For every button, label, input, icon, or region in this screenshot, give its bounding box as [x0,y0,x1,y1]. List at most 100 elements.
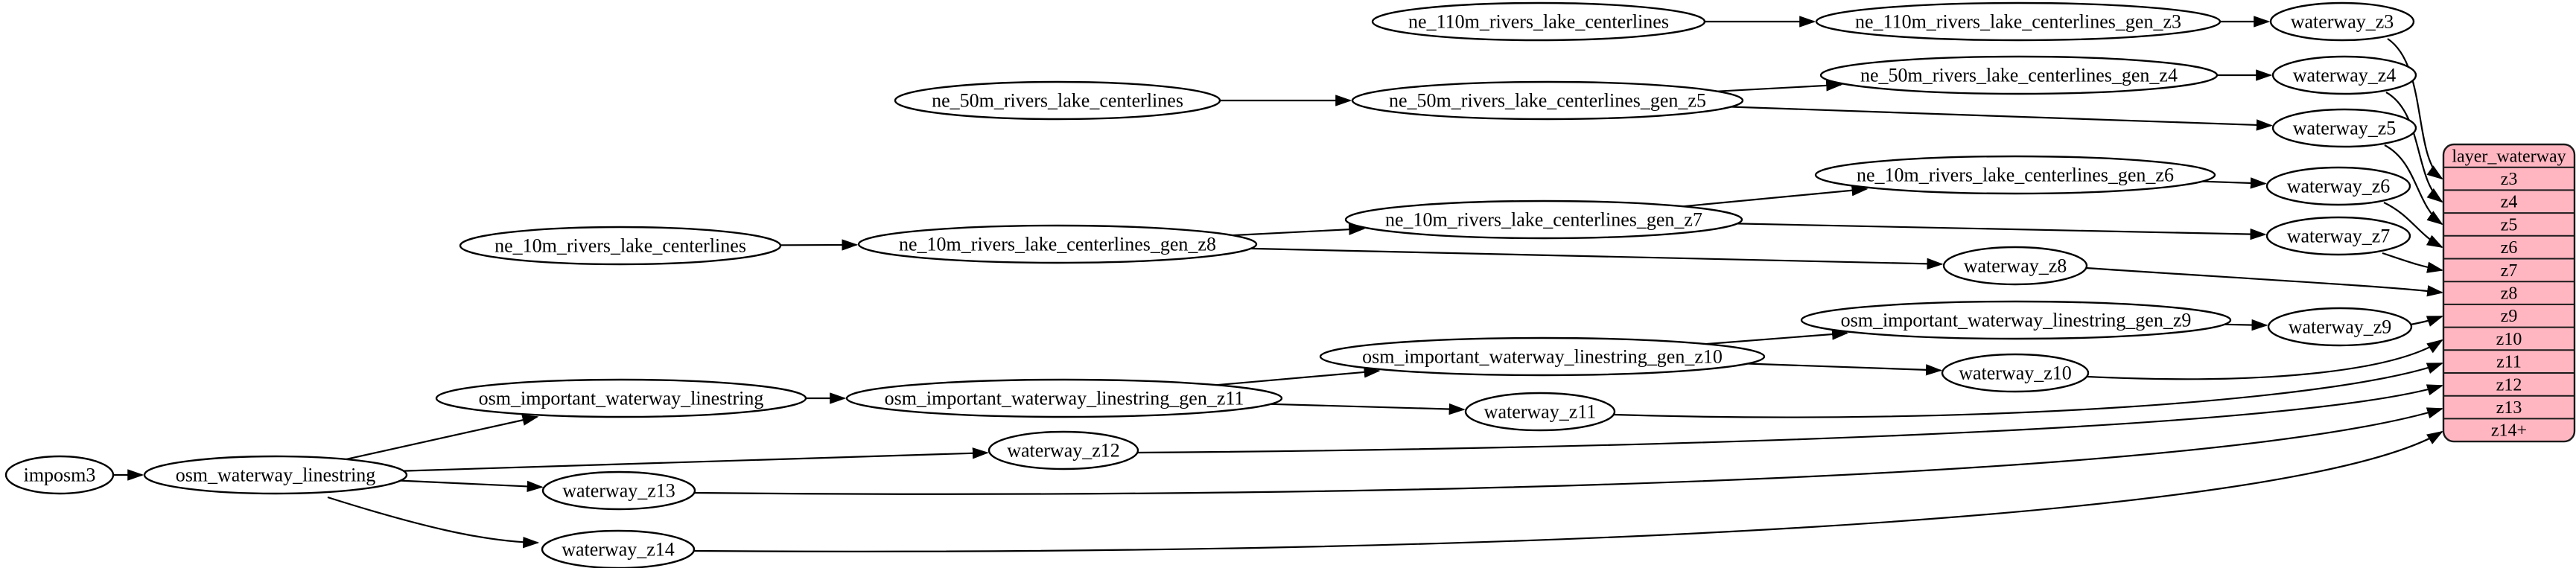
edge-ne_10m_rivers_lake_centerlines_gen_z7-to-ne_10m_rivers_lake_centerlines_gen_z6 [1683,185,1869,208]
node-label-waterway-z14: waterway_z14 [562,539,675,561]
node-shape-ne-10m-rivers-lake-centerlines-gen-z7 [1344,200,1743,240]
node-label-waterway-z6: waterway_z6 [2287,176,2391,197]
node-label-ne-50m-rivers-lake-centerlines-gen-z5: ne_50m_rivers_lake_centerlines_gen_z5 [1389,90,1706,112]
record-row-z8: z8 [2501,284,2518,303]
edge-osm_waterway_linestring-to-waterway_z12 [403,447,989,472]
node-label-waterway-z4: waterway_z4 [2293,65,2397,86]
edge-osm_important_waterway_linestring_gen_z10-to-osm_important_waterway_linestring_gen_z9 [1705,328,1848,345]
edge-waterway_z14-to-layer_waterway-z14plus [693,430,2443,552]
node-shape-waterway-z10 [1941,353,2090,393]
node-label-waterway-z10: waterway_z10 [1959,363,2072,384]
edge-waterway_z8-to-layer_waterway-z8 [2085,267,2444,297]
record-title: layer_waterway [2452,147,2566,166]
record-row-z10: z10 [2496,330,2522,349]
node-shape-ne-10m-rivers-lake-centerlines [459,226,782,266]
record-row-z9: z9 [2501,307,2518,326]
node-ne-10m-rivers-lake-centerlines-gen-z7: ne_10m_rivers_lake_centerlines_gen_z7 [1344,200,1743,240]
edge-osm_important_waterway_linestring_gen_z10-to-waterway_z10 [1747,363,1942,376]
node-waterway-z14: waterway_z14 [541,529,696,568]
edge-osm_waterway_linestring-to-osm_important_waterway_linestring [346,414,539,460]
node-label-waterway-z3: waterway_z3 [2291,11,2394,33]
node-waterway-z11: waterway_z11 [1464,392,1616,432]
node-osm-waterway-linestring: osm_waterway_linestring [143,455,408,495]
node-shape-ne-10m-rivers-lake-centerlines-gen-z6 [1814,155,2216,195]
edge-waterway_z7-to-layer_waterway-z7 [2382,252,2444,273]
node-label-waterway-z12: waterway_z12 [1007,440,1120,462]
node-shape-waterway-z11 [1464,392,1616,432]
node-label-osm-important-waterway-linestring-gen-z9: osm_important_waterway_linestring_gen_z9 [1841,310,2192,331]
node-waterway-z8: waterway_z8 [1942,246,2088,286]
record-row-z12: z12 [2496,375,2522,395]
node-shape-imposm3 [4,455,115,495]
edge-ne_10m_rivers_lake_centerlines_gen_z8-to-waterway_z8 [1250,247,1944,270]
record-layer-waterway: layer_waterwayz3z4z5z6z7z8z9z10z11z12z13… [2442,143,2576,443]
node-shape-ne-50m-rivers-lake-centerlines-gen-z5 [1351,80,1744,121]
node-label-waterway-z11: waterway_z11 [1484,401,1597,423]
node-osm-important-waterway-linestring-gen-z9: osm_important_waterway_linestring_gen_z9 [1800,300,2232,340]
edge-waterway_z6-to-layer_waterway-z6 [2383,202,2443,249]
edge-ne_50m_rivers_lake_centerlines_gen_z5-to-ne_50m_rivers_lake_centerlines_gen_z4 [1717,80,1843,92]
node-shape-waterway-z6 [2265,166,2411,206]
node-label-osm-important-waterway-linestring: osm_important_waterway_linestring [479,388,764,409]
node-label-waterway-z13: waterway_z13 [562,480,675,502]
node-shape-osm-important-waterway-linestring-gen-z9 [1800,300,2232,340]
node-label-ne-10m-rivers-lake-centerlines-gen-z8: ne_10m_rivers_lake_centerlines_gen_z8 [899,234,1216,255]
node-shape-waterway-z5 [2271,108,2417,148]
node-ne-10m-rivers-lake-centerlines-gen-z6: ne_10m_rivers_lake_centerlines_gen_z6 [1814,155,2216,195]
node-ne-110m-rivers-lake-centerlines-gen-z3: ne_110m_rivers_lake_centerlines_gen_z3 [1815,1,2222,42]
record-row-z3: z3 [2501,170,2518,189]
node-shape-waterway-z13 [541,470,696,511]
edges-layer [113,16,2444,552]
node-shape-osm-waterway-linestring [143,455,408,495]
edge-osm_waterway_linestring-to-waterway_z14 [327,496,540,549]
node-osm-important-waterway-linestring-gen-z11: osm_important_waterway_linestring_gen_z1… [845,378,1283,418]
node-label-waterway-z8: waterway_z8 [1964,255,2067,277]
node-label-ne-50m-rivers-lake-centerlines: ne_50m_rivers_lake_centerlines [932,90,1183,112]
edge-ne_10m_rivers_lake_centerlines_gen_z8-to-ne_10m_rivers_lake_centerlines_gen_z7 [1232,223,1366,237]
node-waterway-z13: waterway_z13 [541,470,696,511]
node-ne-10m-rivers-lake-centerlines-gen-z8: ne_10m_rivers_lake_centerlines_gen_z8 [857,224,1258,264]
node-waterway-z4: waterway_z4 [2271,55,2417,95]
node-shape-ne-50m-rivers-lake-centerlines [894,80,1221,121]
nodes-layer: imposm3 osm_waterway_linestring osm_import… [4,1,2576,568]
node-shape-waterway-z9 [2267,307,2413,347]
node-waterway-z12: waterway_z12 [988,430,1139,470]
record-row-z11: z11 [2496,353,2522,372]
record-row-z4: z4 [2501,193,2518,212]
node-shape-waterway-z12 [988,430,1139,470]
edge-waterway_z9-to-layer_waterway-z9 [2410,315,2444,327]
node-shape-waterway-z4 [2271,55,2417,95]
node-shape-ne-110m-rivers-lake-centerlines-gen-z3 [1815,1,2222,42]
edge-ne_10m_rivers_lake_centerlines_gen_z6-to-waterway_z6 [2202,177,2267,189]
edge-waterway_z3-to-layer_waterway-z3 [2387,38,2443,180]
node-label-waterway-z7: waterway_z7 [2287,226,2391,247]
record-row-z5: z5 [2501,215,2518,234]
record-row-z13: z13 [2496,398,2522,418]
edge-osm_important_waterway_linestring_gen_z11-to-waterway_z11 [1270,403,1466,415]
node-shape-waterway-z7 [2265,216,2411,256]
node-ne-50m-rivers-lake-centerlines-gen-z4: ne_50m_rivers_lake_centerlines_gen_z4 [1819,55,2219,95]
node-label-ne-110m-rivers-lake-centerlines-gen-z3: ne_110m_rivers_lake_centerlines_gen_z3 [1855,11,2181,33]
node-label-imposm3: imposm3 [24,465,96,486]
node-osm-important-waterway-linestring: osm_important_waterway_linestring [435,378,807,418]
record-row-z14plus: z14+ [2491,421,2527,441]
edge-waterway_z13-to-layer_waterway-z13 [693,407,2444,495]
node-ne-50m-rivers-lake-centerlines: ne_50m_rivers_lake_centerlines [894,80,1221,121]
node-ne-10m-rivers-lake-centerlines: ne_10m_rivers_lake_centerlines [459,226,782,266]
edge-osm_important_waterway_linestring_gen_z11-to-osm_important_waterway_linestring_gen_z10 [1216,366,1381,386]
record-outline [2442,143,2576,443]
edge-waterway_z5-to-layer_waterway-z5 [2384,144,2443,226]
node-label-ne-10m-rivers-lake-centerlines-gen-z6: ne_10m_rivers_lake_centerlines_gen_z6 [1857,165,2174,186]
node-ne-110m-rivers-lake-centerlines: ne_110m_rivers_lake_centerlines [1371,1,1706,42]
node-shape-ne-110m-rivers-lake-centerlines [1371,1,1706,42]
node-shape-waterway-z8 [1942,246,2088,286]
node-imposm3: imposm3 [4,455,115,495]
edge-waterway_z10-to-layer_waterway-z10 [2087,339,2443,380]
node-waterway-z10: waterway_z10 [1941,353,2090,393]
node-shape-osm-important-waterway-linestring [435,378,807,418]
edge-ne_10m_rivers_lake_centerlines_gen_z7-to-waterway_z7 [1737,223,2267,240]
node-label-osm-important-waterway-linestring-gen-z10: osm_important_waterway_linestring_gen_z1… [1362,346,1723,368]
node-shape-waterway-z14 [541,529,696,568]
